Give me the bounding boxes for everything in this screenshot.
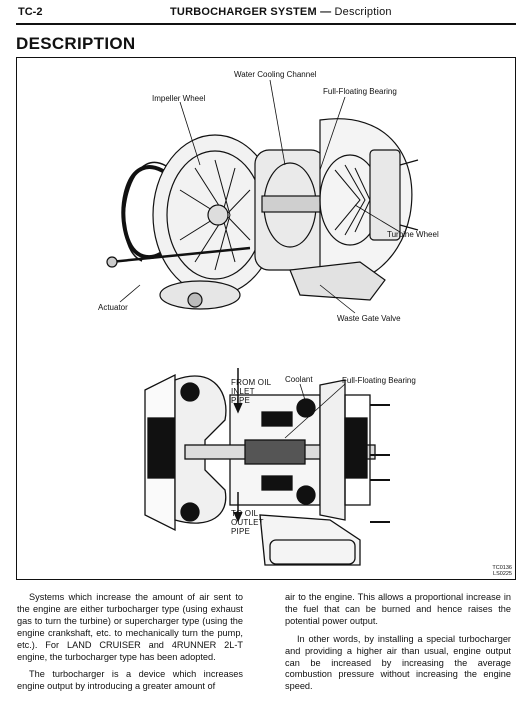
section-bearing — [244, 439, 306, 465]
header-section: TURBOCHARGER SYSTEM — [170, 6, 317, 18]
actuator-hose-edge — [123, 161, 179, 262]
oil-passage-top — [261, 411, 293, 427]
cross-section-view — [144, 368, 390, 566]
waste-gate-body — [289, 261, 386, 301]
shaft — [261, 195, 323, 213]
label-full-floating-bearing-lower: Full-Floating Bearing — [342, 376, 416, 385]
turbine-outlet-black — [344, 417, 368, 479]
stud-2 — [399, 224, 419, 231]
cutaway-leader-lines — [119, 79, 401, 314]
actuator-rod — [109, 246, 251, 264]
paragraph-air-to-engine: air to the engine. This allows a proport… — [285, 592, 511, 626]
cutaway-view — [106, 79, 419, 314]
compressor-inlet-black — [147, 417, 177, 479]
body-right-column: air to the engine. This allows a proport… — [285, 592, 511, 693]
actuator-end — [106, 256, 118, 268]
paragraph-systems: Systems which increase the amount of air… — [17, 592, 243, 662]
impeller-hub — [207, 204, 229, 226]
actuator-bolt — [187, 292, 203, 308]
label-from-oil-inlet-line3: PIPE — [231, 396, 251, 405]
label-to-oil-outlet-line1: TO OIL — [231, 509, 259, 518]
coolant-passage-bottom — [296, 485, 316, 505]
running-header: TURBOCHARGER SYSTEM — Description — [170, 6, 392, 18]
label-actuator: Actuator — [98, 303, 128, 312]
coolant-passage-top — [296, 398, 316, 418]
page-number: TC-2 — [18, 6, 43, 18]
paragraph-turbocharger-device: The turbocharger is a device which incre… — [17, 669, 243, 692]
compressor-volute-bottom — [180, 502, 200, 522]
section-title: DESCRIPTION — [16, 34, 136, 53]
label-full-floating-bearing-upper: Full-Floating Bearing — [323, 87, 397, 96]
outlet-flange — [369, 149, 401, 241]
figure-code-1: TC0136 — [492, 565, 512, 571]
compressor-volute-top — [180, 382, 200, 402]
label-turbine-wheel: Turbine Wheel — [387, 230, 439, 239]
label-from-oil-inlet-line2: INLET — [231, 387, 255, 396]
label-coolant: Coolant — [285, 375, 313, 384]
header-subsection: Description — [334, 6, 392, 18]
header-rule — [16, 23, 516, 25]
body-left-column: Systems which increase the amount of air… — [17, 592, 243, 693]
turbine-back-plate — [319, 379, 346, 521]
oil-inlet-arrowhead — [233, 402, 243, 414]
label-from-oil-inlet-line1: FROM OIL — [231, 378, 272, 387]
exhaust-inlet-flange — [269, 539, 356, 565]
label-to-oil-outlet-line2: OUTLET — [231, 518, 264, 527]
oil-outlet-arrowhead — [233, 511, 243, 523]
label-waste-gate-valve: Waste Gate Valve — [337, 314, 401, 323]
section-leader-lines — [284, 383, 346, 439]
turbine-studs — [370, 404, 390, 523]
label-water-cooling-channel: Water Cooling Channel — [234, 70, 317, 79]
paragraph-in-other-words: In other words, by installing a special … — [285, 633, 511, 692]
label-to-oil-outlet-line3: PIPE — [231, 527, 251, 536]
figure-code-2: LS0225 — [493, 571, 512, 577]
figure-frame — [16, 57, 516, 580]
turbine-flange — [344, 394, 371, 506]
label-impeller-wheel: Impeller Wheel — [152, 94, 206, 103]
oil-passage-bottom — [261, 475, 293, 491]
stud-1 — [399, 159, 419, 166]
